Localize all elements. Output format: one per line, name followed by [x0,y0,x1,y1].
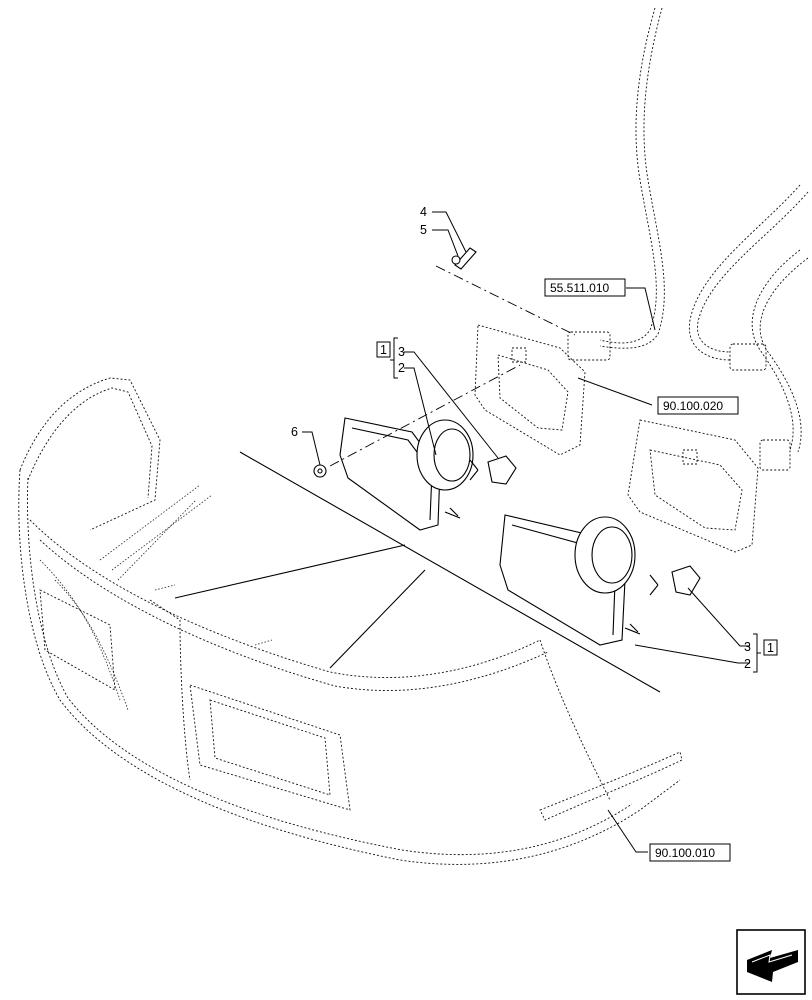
assembly-lines [174,265,661,693]
callout-leaders [302,211,750,853]
screw-part [451,247,477,270]
svg-text:6: 6 [291,425,298,439]
callout-item-6: 6 [291,425,298,439]
callout-box-1-upper [376,341,391,358]
callout-box-1-lower [763,639,778,656]
callout-group-upper: 1 3 2 [376,337,405,379]
callout-item-4: 4 [420,205,427,219]
bulb-upper [469,455,517,485]
svg-text:5: 5 [420,223,427,237]
svg-text:2: 2 [744,657,751,671]
svg-text:3: 3 [398,345,405,359]
mounting-plate-lower [627,419,759,553]
bulb-lower [649,565,701,596]
svg-text:90.100.010: 90.100.010 [655,846,715,860]
mounting-plate-upper [474,324,586,456]
reference-harness: 55.511.010 [544,278,626,297]
hood-assembly [18,377,683,865]
reference-plate: 90.100.020 [657,396,739,415]
svg-text:55.511.010: 55.511.010 [550,281,609,295]
headlamp-lower [499,514,641,646]
svg-text:1: 1 [767,641,774,655]
svg-text:1: 1 [380,343,387,357]
callout-item-5: 5 [420,223,427,237]
svg-text:4: 4 [420,205,427,219]
washer-part [313,464,327,478]
svg-text:2: 2 [398,361,405,375]
reference-hood: 90.100.010 [649,843,731,862]
arrow-orientation-icon [736,929,806,995]
svg-text:3: 3 [744,640,751,654]
svg-text:90.100.020: 90.100.020 [663,399,723,413]
wiring-harness [567,7,809,471]
callout-group-lower: 3 2 1 [744,633,778,673]
headlamp-upper [339,417,474,531]
